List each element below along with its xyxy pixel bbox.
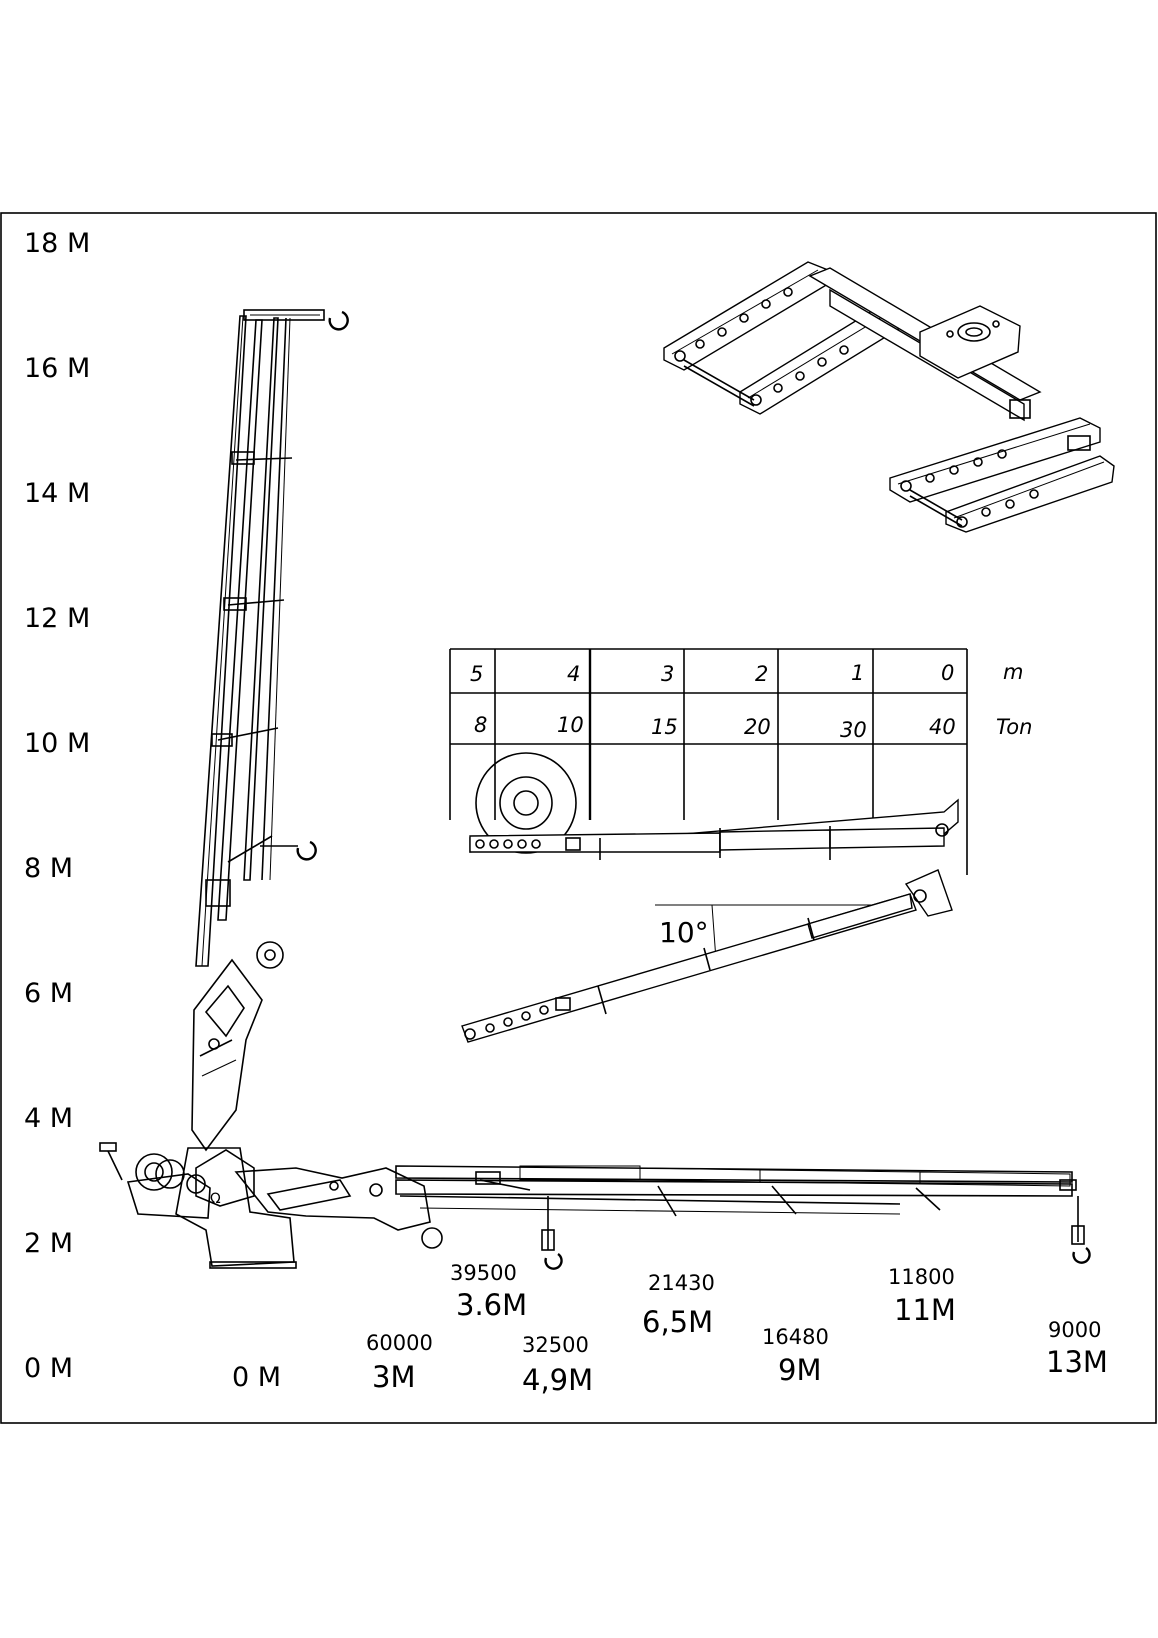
load-value-7: 9000: [1048, 1318, 1101, 1342]
table-m-5: 1: [851, 661, 864, 685]
omega-logo: Ω: [210, 1191, 221, 1207]
height-label-6: 6 M: [24, 978, 73, 1009]
height-label-14: 14 M: [24, 478, 90, 509]
crane-horizontal-boom: [234, 1165, 1091, 1270]
height-label-18: 18 M: [24, 228, 90, 259]
load-value-1: 60000: [366, 1331, 433, 1355]
table-m-6: 0: [941, 661, 954, 685]
reach-value-6: 11M: [894, 1293, 956, 1327]
table-ton-6: 40: [929, 715, 956, 739]
table-m-unit: m: [1003, 660, 1023, 684]
reach-value-2: 3.6M: [456, 1288, 527, 1322]
drum-outer: [475, 752, 577, 854]
reach-value-3: 4,9M: [522, 1363, 593, 1397]
angle-label: 10°: [659, 916, 709, 949]
table-ton-5: 30: [840, 718, 867, 742]
table-m-2: 4: [567, 662, 580, 686]
height-label-4: 4 M: [24, 1103, 73, 1134]
table-ton-unit: Ton: [996, 715, 1032, 739]
height-axis: 18 M 16 M 14 M 12 M 10 M 8 M 6 M 4 M 2 M…: [24, 228, 90, 1384]
table-ton-2: 10: [557, 713, 584, 737]
height-label-12: 12 M: [24, 603, 90, 634]
reach-value-1: 3M: [372, 1360, 415, 1394]
table-m-1: 5: [470, 662, 483, 686]
table-ton-4: 20: [744, 715, 771, 739]
reach-value-7: 13M: [1046, 1345, 1108, 1379]
load-value-2: 39500: [450, 1261, 517, 1285]
load-value-3: 32500: [522, 1333, 589, 1357]
drawing-frame: [0, 212, 1157, 1424]
height-label-10: 10 M: [24, 728, 90, 759]
table-m-4: 2: [755, 662, 768, 686]
reach-load-table: 5 4 3 2 1 0 m 8 10 15 20 30 40 Ton: [449, 648, 1032, 875]
load-value-6: 11800: [888, 1265, 955, 1289]
reach-value-4: 6,5M: [642, 1305, 713, 1339]
boom-detail-angled: 10°: [461, 869, 953, 1043]
load-value-5: 16480: [762, 1325, 829, 1349]
height-label-16: 16 M: [24, 353, 90, 384]
height-label-8: 8 M: [24, 853, 73, 884]
table-ton-1: 8: [474, 713, 487, 737]
boom-detail-horizontal: [469, 798, 959, 860]
outrigger-frame: [663, 261, 1115, 533]
height-label-0: 0 M: [24, 1353, 73, 1384]
table-m-3: 3: [661, 662, 674, 686]
reach-value-5: 9M: [778, 1353, 821, 1387]
load-value-4: 21430: [648, 1271, 715, 1295]
reach-origin-label: 0 M: [232, 1362, 281, 1393]
crane-vertical-boom: Ω: [99, 309, 349, 1269]
load-annotations: 60000 3M 39500 3.6M 32500 4,9M 21430 6,5…: [366, 1261, 1108, 1397]
height-label-2: 2 M: [24, 1228, 73, 1259]
table-ton-3: 15: [651, 715, 678, 739]
